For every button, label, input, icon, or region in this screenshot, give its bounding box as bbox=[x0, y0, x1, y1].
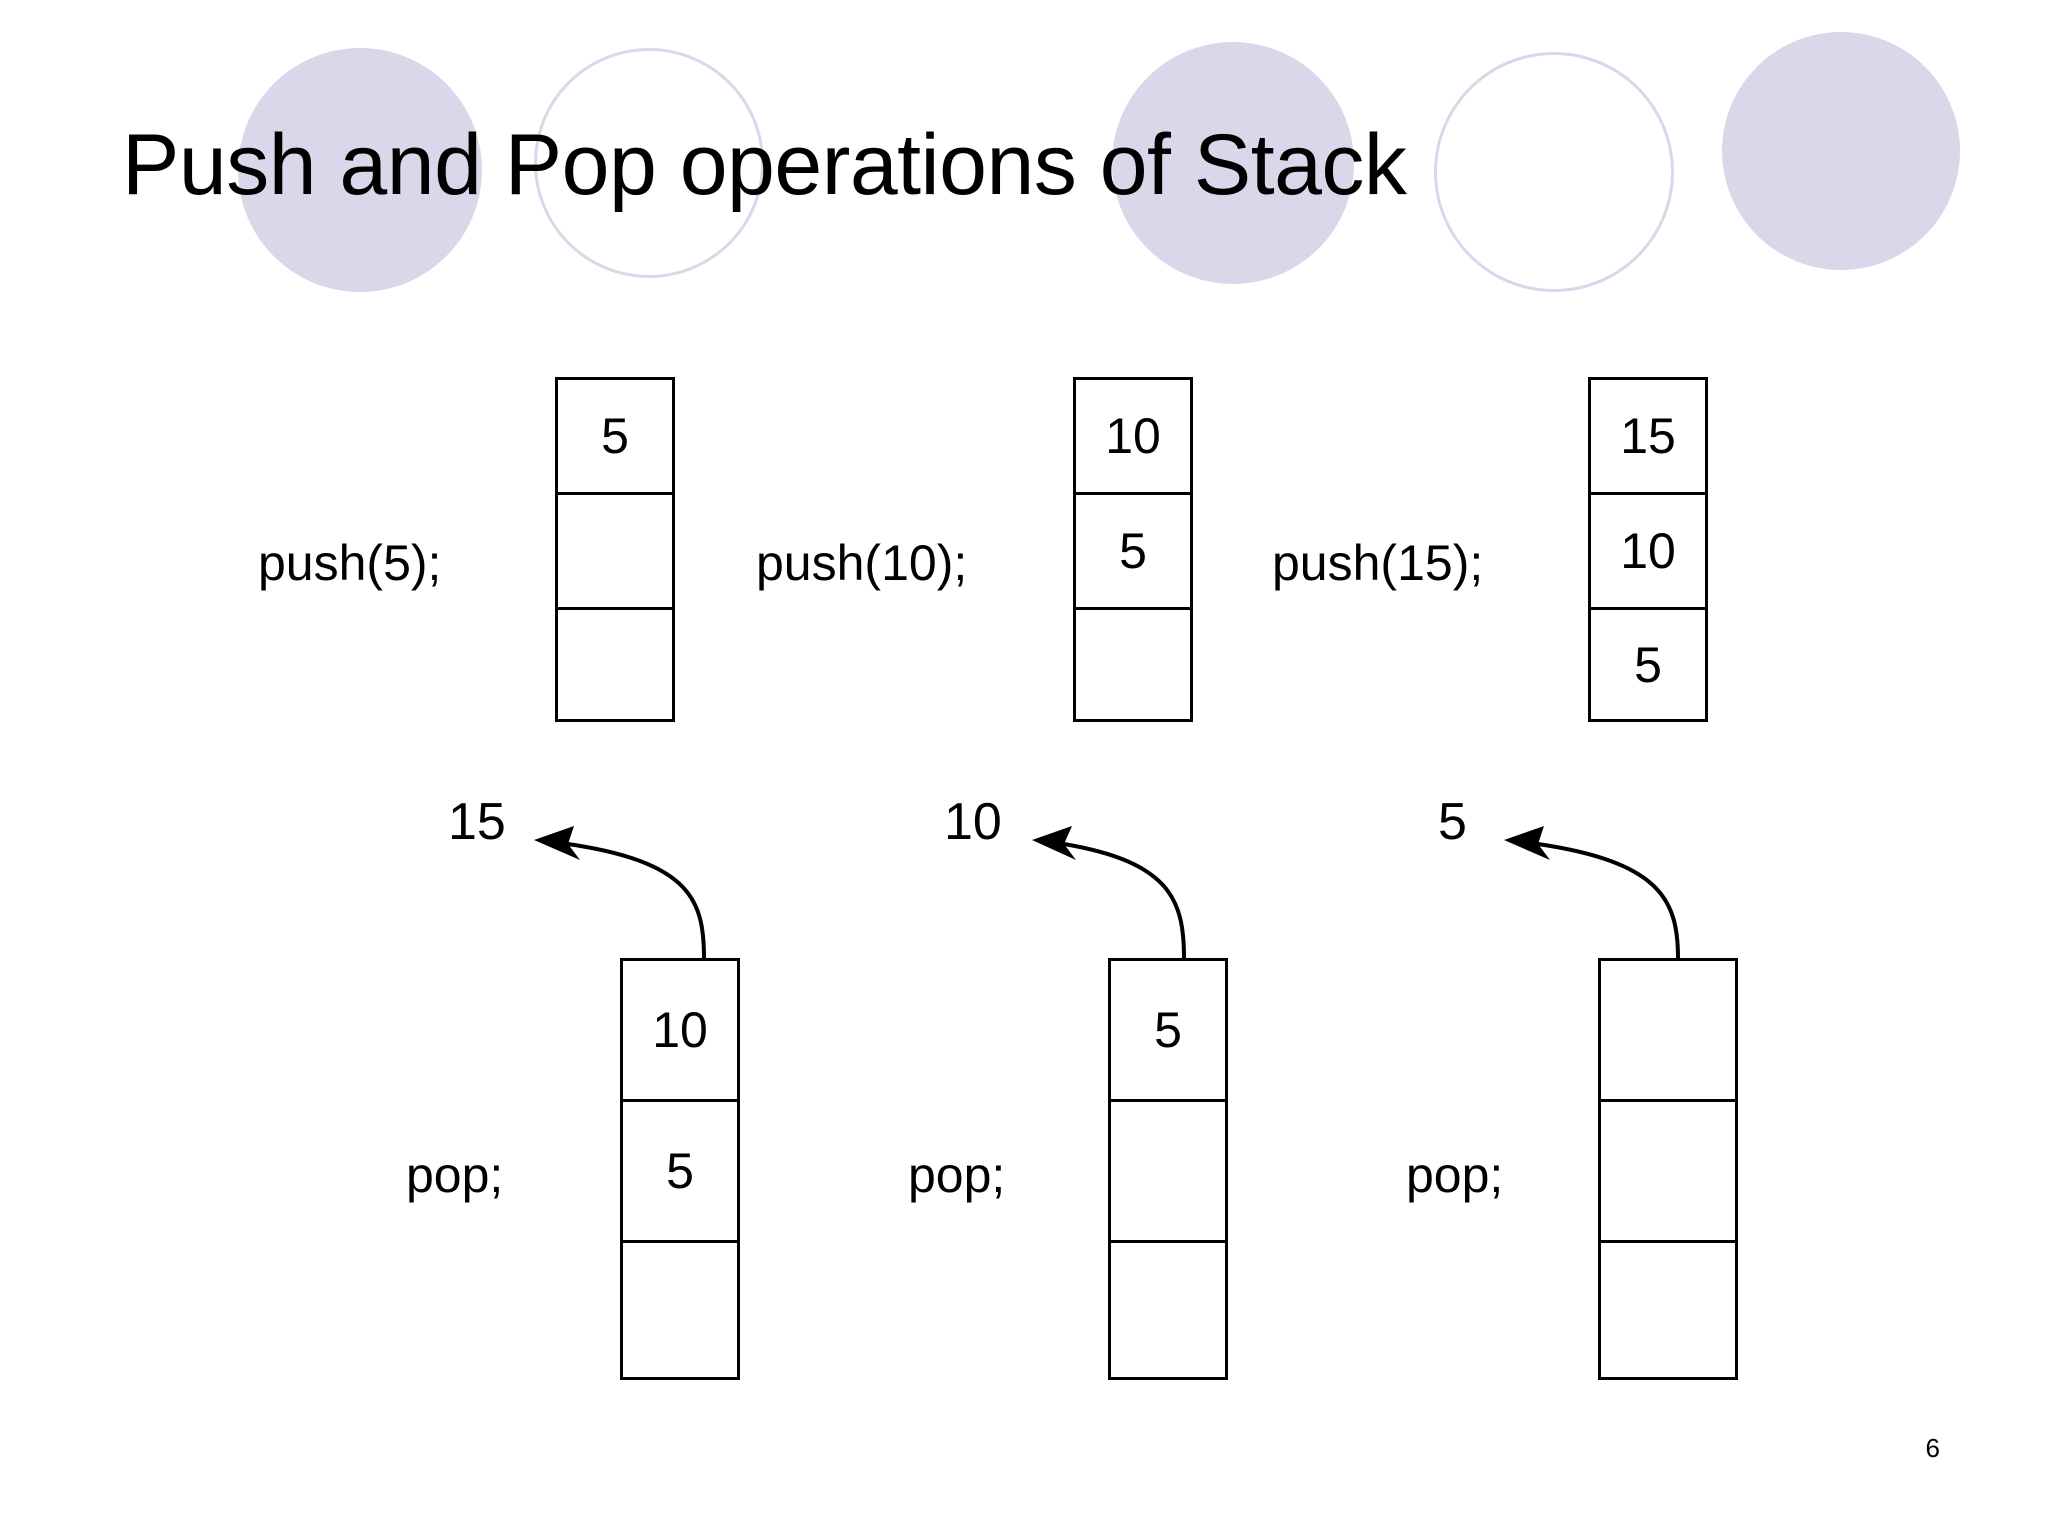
pop-arrow-3 bbox=[1504, 826, 1680, 959]
stack-cell bbox=[1601, 1243, 1735, 1377]
stack-cell bbox=[1601, 961, 1735, 1102]
stack-cell bbox=[558, 610, 672, 719]
stack-cell: 5 bbox=[1634, 636, 1662, 693]
stack-cell bbox=[1601, 1102, 1735, 1243]
pop-stack-1: 10 5 bbox=[620, 958, 740, 1380]
pop-stack-2: 5 bbox=[1108, 958, 1228, 1380]
stack-cell bbox=[1111, 1102, 1225, 1243]
pop-label-1: pop; bbox=[406, 1147, 504, 1203]
page-title: Push and Pop operations of Stack bbox=[122, 117, 1407, 213]
stack-cell bbox=[558, 495, 672, 610]
pop-label-2: pop; bbox=[908, 1147, 1006, 1203]
push-stack-2: 10 5 bbox=[1073, 377, 1193, 722]
pop-arrow-1 bbox=[534, 826, 706, 959]
push-stack-1: 5 bbox=[555, 377, 675, 722]
stack-cell: 5 bbox=[1111, 961, 1225, 1102]
stack-cell: 5 bbox=[1076, 495, 1190, 610]
push-label-2: push(10); bbox=[756, 535, 968, 591]
page-number: 6 bbox=[1925, 1433, 1940, 1463]
stack-cell: 5 bbox=[623, 1102, 737, 1243]
stack-cell: 10 bbox=[1591, 495, 1705, 610]
stack-cell bbox=[1111, 1243, 1225, 1377]
popped-value-2: 10 bbox=[944, 793, 1002, 851]
push-label-1: push(5); bbox=[258, 535, 442, 591]
stack-cell: 10 bbox=[623, 961, 737, 1102]
popped-value-1: 15 bbox=[448, 793, 506, 851]
popped-value-3: 5 bbox=[1438, 793, 1467, 851]
stack-cell: 15 bbox=[1591, 380, 1705, 495]
stack-cell bbox=[1076, 610, 1190, 719]
stack-cell: 5 bbox=[558, 380, 672, 495]
push-stack-3: 15 10 5 bbox=[1588, 377, 1708, 722]
pop-stack-3 bbox=[1598, 958, 1738, 1380]
pop-label-3: pop; bbox=[1406, 1147, 1504, 1203]
push-label-3: push(15); bbox=[1272, 535, 1484, 591]
stack-cell: 10 bbox=[1076, 380, 1190, 495]
stack-cell bbox=[623, 1243, 737, 1377]
pop-arrow-2 bbox=[1032, 826, 1186, 959]
